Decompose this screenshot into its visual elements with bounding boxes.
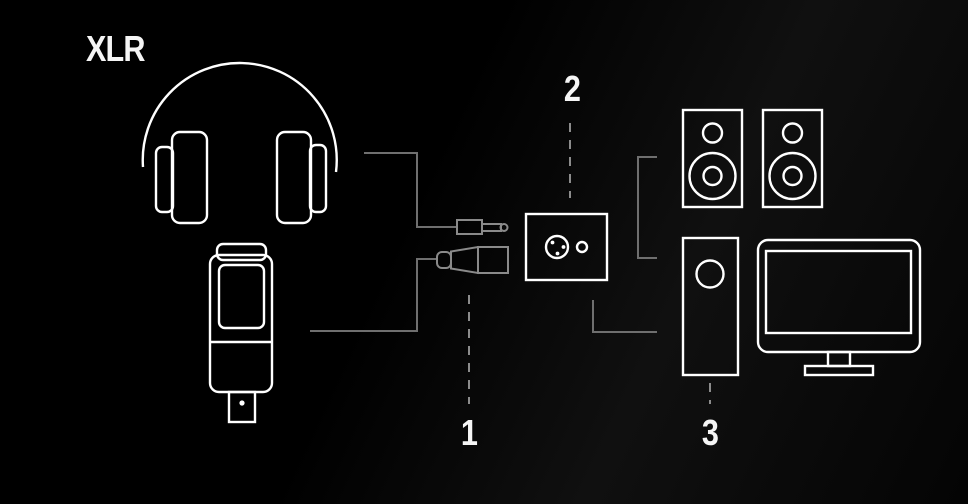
- interface-panel: [524, 212, 609, 282]
- right-earpad: [308, 143, 328, 214]
- xlr-pin-1: [550, 240, 555, 245]
- headphones-cable-line: [364, 152, 456, 228]
- mic-cap: [215, 242, 268, 262]
- computer-monitor-icon: [756, 238, 922, 377]
- tower-port: [695, 259, 725, 289]
- monitor-frame: [756, 238, 922, 354]
- interface-knob: [575, 240, 589, 254]
- monitor-screen: [764, 249, 913, 335]
- jack-shaft: [481, 223, 502, 232]
- audio-interface-xlr-input-icon: [524, 212, 609, 282]
- studio-speaker-left-icon: [681, 108, 744, 209]
- xlr-plug-body: [477, 246, 509, 274]
- studio-speaker-right-icon: [761, 108, 824, 209]
- monitor-neck: [826, 350, 852, 368]
- speaker-tweeter: [781, 122, 804, 144]
- speaker-woofer-cap: [782, 165, 803, 187]
- speaker-tweeter: [701, 122, 724, 144]
- jack-tip: [499, 223, 509, 232]
- mic-stem: [227, 390, 257, 424]
- callout-3-number: 3: [701, 412, 719, 453]
- speaker-woofer-cap: [702, 165, 723, 187]
- right-earcup: [275, 130, 313, 225]
- callout-1-number: 1: [460, 412, 478, 453]
- speakers-bracket-line: [637, 156, 657, 259]
- callout-2-number: 2: [563, 68, 581, 109]
- speaker-woofer: [688, 151, 737, 201]
- xlr-plug-boot: [436, 251, 452, 269]
- connection-type-label: XLR: [86, 28, 145, 69]
- monitor-base: [803, 364, 875, 377]
- callout-leader-lines: [468, 123, 711, 404]
- speaker-cabinet: [761, 108, 824, 209]
- headband: [141, 61, 338, 173]
- cable-lines: [310, 152, 657, 333]
- xlr-pin-2: [561, 245, 566, 249]
- headphones-icon: [141, 61, 338, 225]
- xlr-plug-neck: [450, 245, 479, 275]
- computer-cable-line: [592, 300, 657, 333]
- jack-body: [456, 219, 483, 235]
- mic-stem-dot: [239, 400, 245, 406]
- xlr-pin-3: [555, 251, 560, 256]
- mic-grille-window: [217, 263, 266, 330]
- quarter-inch-jack-plug-icon: [456, 219, 509, 235]
- microphone-cable-line: [310, 258, 436, 332]
- left-earcup: [170, 130, 209, 225]
- pc-tower-icon: [681, 236, 740, 377]
- left-earpad: [154, 145, 175, 214]
- tower-case: [681, 236, 740, 377]
- speaker-woofer: [768, 151, 817, 201]
- speaker-cabinet: [681, 108, 744, 209]
- studio-microphone-icon: [208, 242, 274, 424]
- xlr-plug-icon: [436, 245, 509, 275]
- xlr-input-socket: [544, 234, 570, 260]
